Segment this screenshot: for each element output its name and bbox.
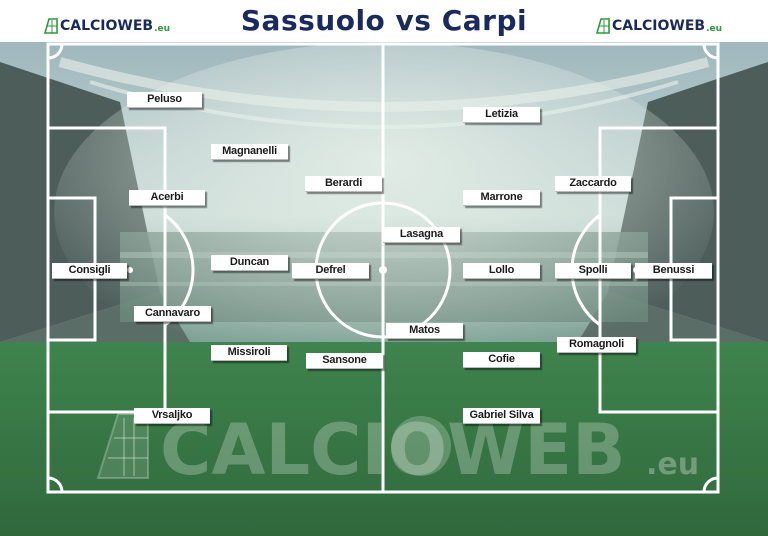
player-zaccardo: Zaccardo <box>555 176 631 192</box>
player-consigli: Consigli <box>52 263 127 279</box>
player-cofie: Cofie <box>463 352 540 368</box>
player-marrone: Marrone <box>463 190 540 206</box>
goal-net-icon <box>596 18 610 34</box>
player-letizia: Letizia <box>463 107 540 123</box>
goal-net-icon <box>44 18 58 34</box>
player-defrel: Defrel <box>292 263 369 279</box>
player-spolli: Spolli <box>555 263 631 279</box>
player-missiroli: Missiroli <box>211 345 287 361</box>
player-berardi: Berardi <box>305 176 382 192</box>
player-romagnoli: Romagnoli <box>557 337 636 353</box>
player-matos: Matos <box>386 323 463 339</box>
logo-left-name: CALCIOWEB <box>60 18 154 34</box>
header-bar: CALCIOWEB .eu Sassuolo vs Carpi CALCIOWE… <box>0 0 768 42</box>
player-sansone: Sansone <box>306 353 383 369</box>
calcioweb-logo-right: CALCIOWEB .eu <box>596 16 722 36</box>
player-benussi: Benussi <box>635 263 712 279</box>
calcioweb-logo-left: CALCIOWEB .eu <box>44 16 170 36</box>
player-peluso: Peluso <box>127 92 202 108</box>
logo-left-suffix: .eu <box>154 23 171 34</box>
watermark-suffix: .eu <box>646 447 699 482</box>
player-lasagna: Lasagna <box>383 227 460 243</box>
player-lollo: Lollo <box>463 263 540 279</box>
player-magnanelli: Magnanelli <box>211 144 288 160</box>
player-gabriel-silva: Gabriel Silva <box>463 408 540 424</box>
player-duncan: Duncan <box>211 255 288 271</box>
player-cannavaro: Cannavaro <box>134 306 211 322</box>
player-vrsaljko: Vrsaljko <box>134 408 210 424</box>
player-acerbi: Acerbi <box>129 190 205 206</box>
logo-right-suffix: .eu <box>706 23 723 34</box>
match-title: Sassuolo vs Carpi <box>240 4 528 37</box>
logo-right-name: CALCIOWEB <box>612 18 706 34</box>
